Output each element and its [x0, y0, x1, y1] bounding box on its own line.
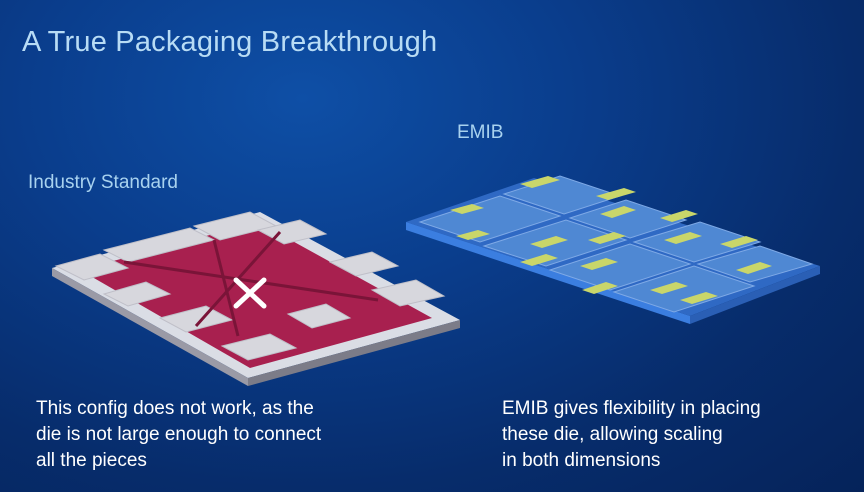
- emib-label: EMIB: [457, 122, 504, 143]
- industry-standard-package: [52, 211, 460, 386]
- caption-line: these die, allowing scaling: [502, 424, 723, 445]
- caption-line: EMIB gives flexibility in placing: [502, 398, 761, 419]
- slide-title: A True Packaging Breakthrough: [22, 26, 438, 58]
- industry-standard-caption: This config does not work, as the die is…: [36, 396, 416, 474]
- emib-caption: EMIB gives flexibility in placing these …: [502, 396, 842, 474]
- caption-line: all the pieces: [36, 450, 147, 471]
- emib-package: [406, 175, 820, 324]
- industry-standard-label: Industry Standard: [28, 172, 178, 193]
- caption-line: This config does not work, as the: [36, 398, 314, 419]
- caption-line: in both dimensions: [502, 450, 661, 471]
- caption-line: die is not large enough to connect: [36, 424, 322, 445]
- silicon-interposer: [80, 222, 432, 368]
- x-mark-icon: [233, 277, 267, 309]
- emib-bridges: [450, 176, 772, 304]
